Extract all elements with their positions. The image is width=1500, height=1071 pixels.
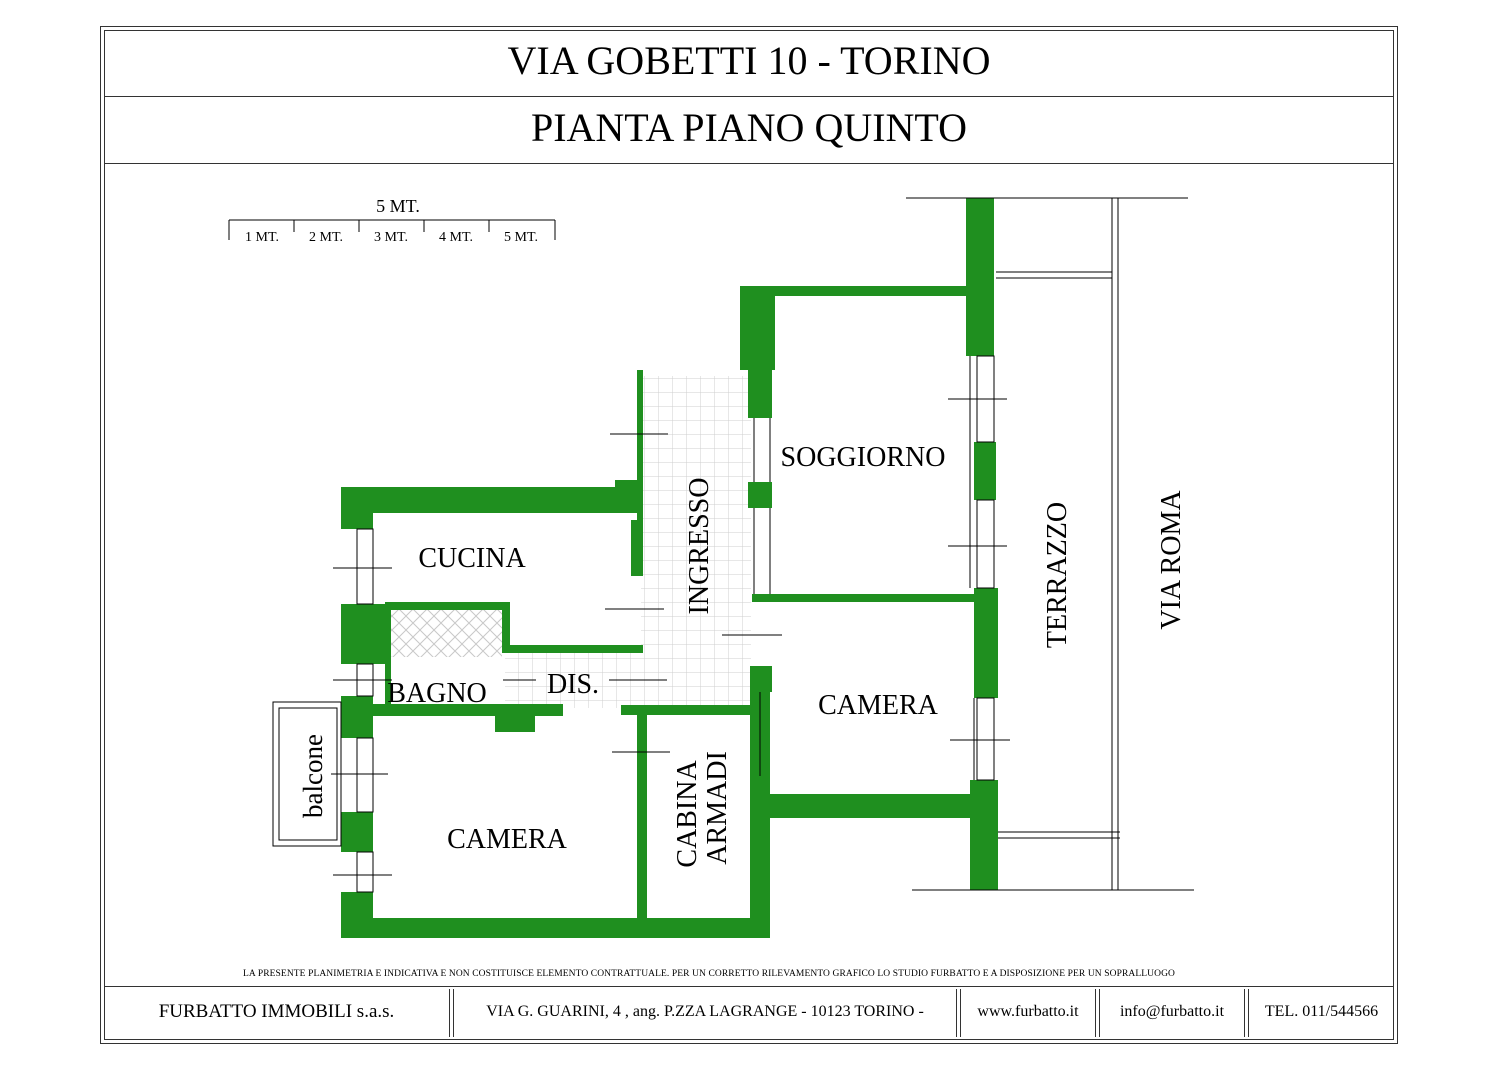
footer-phone: TEL. 011/544566: [1248, 989, 1394, 1037]
page-title: VIA GOBETTI 10 - TORINO: [104, 30, 1394, 97]
street-label: VIA ROMA: [1156, 490, 1187, 630]
plan-lines: [272, 197, 1194, 893]
room-label-cabina: CABINA: [672, 760, 703, 868]
room-label-terrazzo: TERRAZZO: [1042, 502, 1073, 648]
disclaimer: LA PRESENTE PLANIMETRIA E INDICATIVA E N…: [243, 969, 1175, 979]
inner-frame: [104, 30, 1394, 1040]
room-label-ingresso: INGRESSO: [684, 478, 715, 615]
footer-website[interactable]: www.furbatto.it: [960, 989, 1096, 1037]
scale-bar: [228, 219, 556, 240]
room-label-balcone: balcone: [298, 734, 328, 818]
ingresso-floor: [641, 376, 751, 712]
scale-segment-3: 3 MT.: [374, 230, 408, 245]
room-label-cucina: CUCINA: [418, 543, 526, 574]
bagno-floor: [390, 607, 502, 657]
footer-address: VIA G. GUARINI, 4 , ang. P.ZZA LAGRANGE …: [453, 989, 957, 1037]
scale-segment-4: 4 MT.: [439, 230, 473, 245]
scale-segment-2: 2 MT.: [309, 230, 343, 245]
footer-email[interactable]: info@furbatto.it: [1099, 989, 1245, 1037]
room-label-armadi: ARMADI: [702, 751, 733, 865]
walls: [341, 198, 998, 938]
room-label-dis: DIS.: [547, 669, 599, 700]
room-label-camera-right: CAMERA: [818, 690, 939, 721]
room-label-camera-left: CAMERA: [447, 824, 568, 855]
scale-segment-1: 1 MT.: [245, 230, 279, 245]
room-label-soggiorno: SOGGIORNO: [781, 442, 946, 473]
footer: FURBATTO IMMOBILI s.a.s. VIA G. GUARINI,…: [104, 986, 1394, 1040]
scale-segment-5: 5 MT.: [504, 230, 538, 245]
footer-company: FURBATTO IMMOBILI s.a.s.: [104, 989, 450, 1037]
room-label-bagno: BAGNO: [387, 678, 487, 709]
scale-total-label: 5 MT.: [376, 196, 420, 216]
outer-frame: [100, 26, 1398, 1044]
page-subtitle: PIANTA PIANO QUINTO: [104, 97, 1394, 164]
